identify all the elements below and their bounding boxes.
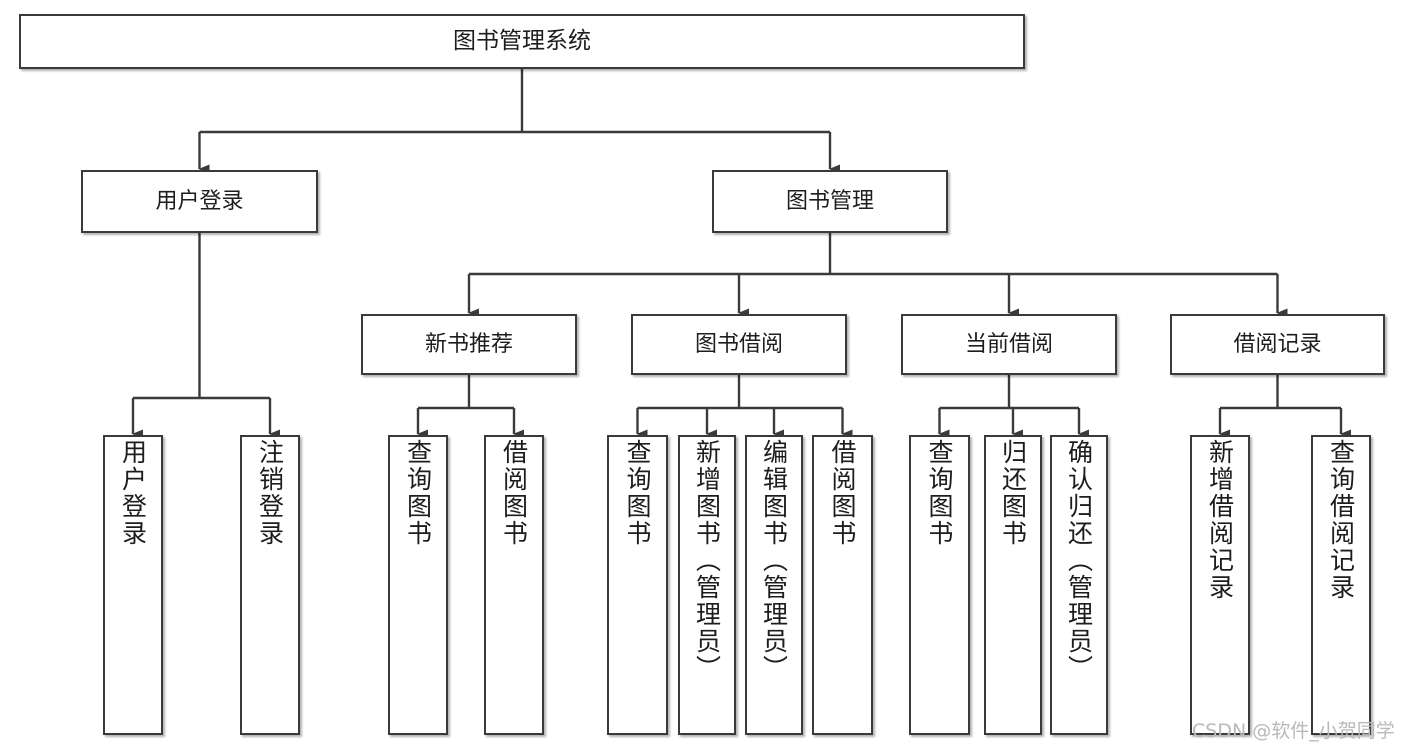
node-label: 用户登录 bbox=[155, 188, 244, 214]
node-leaf-query-book-3[interactable]: 查询图书 bbox=[909, 435, 970, 735]
node-label: 编辑图书（管理员） bbox=[759, 439, 789, 682]
node-leaf-return-book[interactable]: 归还图书 bbox=[984, 435, 1042, 735]
node-label: 查询图书 bbox=[623, 439, 652, 547]
node-leaf-edit-book[interactable]: 编辑图书（管理员） bbox=[745, 435, 803, 735]
node-leaf-user-login[interactable]: 用户登录 bbox=[103, 435, 163, 735]
node-book-borrow[interactable]: 图书借阅 bbox=[631, 314, 847, 375]
node-root[interactable]: 图书管理系统 bbox=[19, 14, 1025, 69]
node-label: 确认归还（管理员） bbox=[1064, 439, 1094, 682]
node-label: 借阅记录 bbox=[1233, 331, 1322, 357]
node-current-borrow[interactable]: 当前借阅 bbox=[901, 314, 1117, 375]
node-leaf-query-record[interactable]: 查询借阅记录 bbox=[1311, 435, 1371, 735]
node-label: 查询借阅记录 bbox=[1326, 439, 1356, 601]
node-user-login[interactable]: 用户登录 bbox=[81, 170, 318, 233]
node-leaf-borrow-book-2[interactable]: 借阅图书 bbox=[812, 435, 873, 735]
node-label: 图书借阅 bbox=[694, 331, 783, 357]
node-label: 查询图书 bbox=[403, 439, 433, 547]
node-leaf-add-book[interactable]: 新增图书（管理员） bbox=[678, 435, 736, 735]
node-label: 借阅图书 bbox=[499, 439, 529, 547]
node-leaf-confirm-return[interactable]: 确认归还（管理员） bbox=[1050, 435, 1108, 735]
node-leaf-add-record[interactable]: 新增借阅记录 bbox=[1190, 435, 1250, 735]
node-book-manage[interactable]: 图书管理 bbox=[712, 170, 948, 233]
node-label: 查询图书 bbox=[925, 439, 954, 547]
node-label: 图书管理 bbox=[785, 188, 874, 214]
node-label: 新增图书（管理员） bbox=[692, 439, 722, 682]
node-leaf-logout[interactable]: 注销登录 bbox=[240, 435, 300, 735]
node-label: 借阅图书 bbox=[828, 439, 857, 547]
node-new-book-rec[interactable]: 新书推荐 bbox=[361, 314, 577, 375]
node-leaf-borrow-book-1[interactable]: 借阅图书 bbox=[484, 435, 544, 735]
node-label: 用户登录 bbox=[118, 439, 148, 547]
node-label: 图书管理系统 bbox=[453, 27, 591, 54]
node-label: 新增借阅记录 bbox=[1205, 439, 1235, 601]
node-label: 归还图书 bbox=[998, 439, 1028, 547]
node-borrow-record[interactable]: 借阅记录 bbox=[1170, 314, 1385, 375]
watermark-label: CSDN @软件_小贺同学 bbox=[1192, 720, 1395, 742]
node-leaf-query-book-1[interactable]: 查询图书 bbox=[388, 435, 448, 735]
node-label: 注销登录 bbox=[255, 439, 285, 547]
node-leaf-query-book-2[interactable]: 查询图书 bbox=[607, 435, 668, 735]
node-label: 新书推荐 bbox=[424, 331, 513, 357]
node-label: 当前借阅 bbox=[964, 331, 1053, 357]
